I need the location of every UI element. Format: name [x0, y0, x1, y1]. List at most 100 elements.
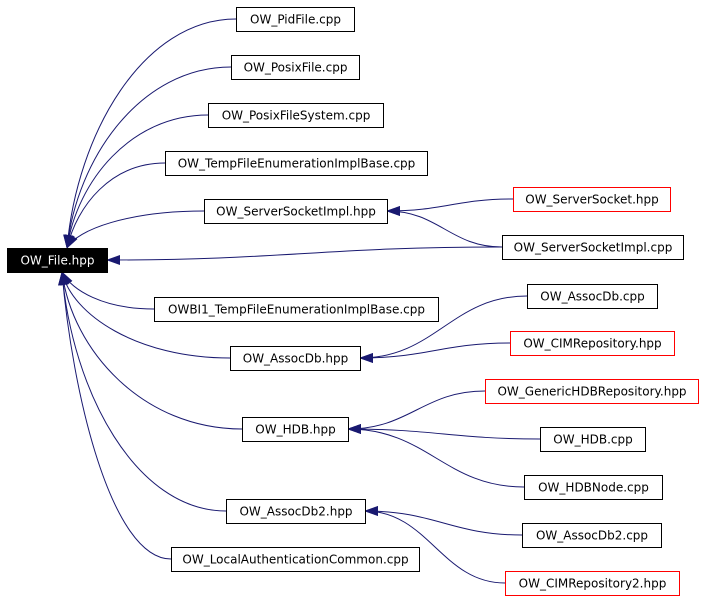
graph-node-n-tempenum[interactable]: OW_TempFileEnumerationImplBase.cpp: [165, 151, 428, 176]
graph-node-n-cimrepo2[interactable]: OW_CIMRepository2.hpp: [505, 571, 680, 596]
graph-node-n-hdb-cpp[interactable]: OW_HDB.cpp: [540, 427, 646, 452]
edge-n_tempenum-to-root: [65, 162, 166, 249]
graph-node-n-posixfile[interactable]: OW_PosixFile.cpp: [231, 55, 360, 80]
node-label: OW_PosixFileSystem.cpp: [222, 109, 371, 123]
node-label: OW_ServerSocketImpl.hpp: [216, 205, 376, 219]
node-label: OW_CIMRepository.hpp: [523, 337, 661, 351]
node-box: [502, 235, 684, 260]
edge: [61, 271, 155, 310]
edge-n_assocdb2_hpp-to-root: [58, 271, 227, 512]
edge-n_posixfs-to-root: [63, 114, 209, 249]
node-label: OW_TempFileEnumerationImplBase.cpp: [178, 157, 416, 171]
node-label: OWBI1_TempFileEnumerationImplBase.cpp: [168, 303, 425, 317]
edge: [60, 271, 231, 359]
edge-n_ssimpl_cpp-to-root: [106, 246, 503, 265]
node-label: OW_ServerSocketImpl.cpp: [514, 241, 673, 255]
edge: [347, 424, 541, 440]
edge-n_assocdb2_cpp-to-n_assocdb2_hpp: [364, 506, 523, 536]
edge-n_generic_hdb-to-n_hdb_hpp: [347, 390, 486, 434]
edge: [364, 506, 506, 584]
node-label: OW_PosixFile.cpp: [244, 61, 348, 75]
graph-node-n-assocdb-hpp[interactable]: OW_AssocDb.hpp: [230, 346, 361, 371]
edge: [66, 210, 205, 249]
graph-node-n-posixfs[interactable]: OW_PosixFileSystem.cpp: [208, 103, 384, 128]
edge: [106, 246, 503, 265]
node-label: OW_HDB.hpp: [255, 423, 335, 437]
edge-n_hdb_cpp-to-n_hdb_hpp: [347, 424, 541, 440]
graph-node-n-assocdb2-hpp[interactable]: OW_AssocDb2.hpp: [226, 499, 366, 524]
edge: [63, 18, 237, 249]
node-label: OW_PidFile.cpp: [250, 13, 341, 27]
node-box: [513, 187, 671, 212]
edge: [63, 66, 232, 249]
edge-n_hdbnode-to-n_hdb_hpp: [347, 424, 525, 488]
edge-n_ssock_hpp-to-n_ssimpl_hpp: [386, 198, 514, 216]
node-label: OW_AssocDb2.hpp: [239, 505, 352, 519]
node-box: [7, 248, 108, 273]
node-box: [171, 547, 420, 572]
edges-layer: [58, 18, 541, 584]
graph-node-n-pidfile[interactable]: OW_PidFile.cpp: [236, 7, 355, 32]
edge-n_cimrepo_hpp-to-n_assocdb_hpp: [359, 342, 511, 363]
node-label: OW_HDBNode.cpp: [538, 481, 649, 495]
node-box: [231, 55, 360, 80]
edge: [65, 162, 166, 249]
edge: [347, 390, 486, 434]
graph-node-n-ssock-hpp[interactable]: OW_ServerSocket.hpp: [513, 187, 671, 212]
node-box: [540, 427, 646, 452]
node-box: [485, 379, 699, 404]
edge: [63, 114, 209, 249]
edge-n_assocdb_hpp-to-root: [60, 271, 231, 359]
edge: [364, 506, 523, 536]
node-box: [524, 475, 663, 500]
graph-node-n-assocdb2-cpp[interactable]: OW_AssocDb2.cpp: [522, 523, 662, 548]
node-box: [204, 199, 388, 224]
node-box: [154, 297, 439, 322]
edge-n_localauth-to-root: [58, 271, 172, 560]
graph-node-n-generic-hdb[interactable]: OW_GenericHDBRepository.hpp: [485, 379, 699, 404]
graph-node-n-ssimpl-cpp[interactable]: OW_ServerSocketImpl.cpp: [502, 235, 684, 260]
edge: [386, 206, 503, 248]
edge: [347, 424, 525, 488]
node-box: [236, 7, 355, 32]
edge: [58, 271, 227, 512]
edge: [359, 295, 528, 363]
node-box: [226, 499, 366, 524]
graph-node-n-cimrepo-hpp[interactable]: OW_CIMRepository.hpp: [510, 331, 675, 356]
edge: [58, 271, 243, 430]
node-label: OW_AssocDb.cpp: [540, 290, 644, 304]
node-label: OW_GenericHDBRepository.hpp: [497, 385, 686, 399]
edge-n_hdb_hpp-to-root: [58, 271, 243, 430]
node-box: [510, 331, 675, 356]
node-box: [527, 284, 658, 309]
graph-node-n-localauth[interactable]: OW_LocalAuthenticationCommon.cpp: [171, 547, 420, 572]
node-box: [208, 103, 384, 128]
node-label: OW_AssocDb.hpp: [243, 352, 348, 366]
edge-n_assocdb_cpp-to-n_assocdb_hpp: [359, 295, 528, 363]
node-box: [230, 346, 361, 371]
edge: [386, 198, 514, 216]
graph-node-n-ssimpl-hpp[interactable]: OW_ServerSocketImpl.hpp: [204, 199, 388, 224]
node-box: [505, 571, 680, 596]
node-label: OW_HDB.cpp: [553, 433, 632, 447]
graph-node-n-assocdb-cpp[interactable]: OW_AssocDb.cpp: [527, 284, 658, 309]
node-label: OW_CIMRepository2.hpp: [519, 577, 667, 591]
edge-n_posixfile-to-root: [63, 66, 232, 249]
edge-n_ssimpl_cpp-to-n_ssimpl_hpp: [386, 206, 503, 248]
edge-n_pidfile-to-root: [63, 18, 237, 249]
node-label: OW_LocalAuthenticationCommon.cpp: [182, 553, 408, 567]
node-label: OW_ServerSocket.hpp: [525, 193, 658, 207]
nodes-layer: OW_File.hpp OW_PidFile.cppOW_PosixFile.cp…: [7, 7, 699, 596]
edge: [359, 342, 511, 363]
edge-n_ssimpl_hpp-to-root: [66, 210, 205, 249]
graph-node-n-hdb-hpp[interactable]: OW_HDB.hpp: [242, 417, 349, 442]
graph-node-root[interactable]: OW_File.hpp: [7, 248, 108, 273]
node-box: [522, 523, 662, 548]
node-box: [242, 417, 349, 442]
graph-node-n-hdbnode[interactable]: OW_HDBNode.cpp: [524, 475, 663, 500]
node-box: [165, 151, 428, 176]
edge-n_owbi1-to-root: [61, 271, 155, 310]
node-label: OW_AssocDb2.cpp: [536, 529, 648, 543]
graph-node-n-owbi1[interactable]: OWBI1_TempFileEnumerationImplBase.cpp: [154, 297, 439, 322]
